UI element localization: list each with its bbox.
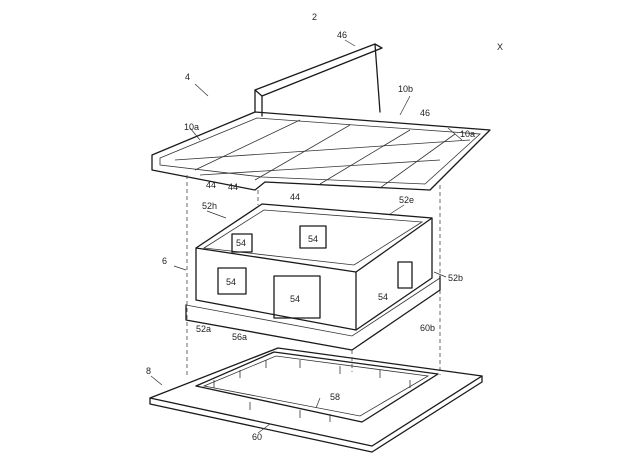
label-window-54-c: 54 — [226, 277, 236, 287]
label-window-54-a: 54 — [236, 238, 246, 248]
label-panel-10a-left: 10a — [184, 122, 199, 132]
label-door-54: 54 — [290, 294, 300, 304]
label-wall-52b: 52b — [448, 273, 463, 283]
label-north-mark: X — [497, 42, 503, 52]
label-joint-44-c: 44 — [290, 192, 300, 202]
window-rear-left — [231, 233, 253, 253]
label-panel-10b: 10b — [398, 84, 413, 94]
label-floor-58: 58 — [330, 392, 340, 402]
label-ridge: 46 — [337, 30, 347, 40]
label-base-56a: 56a — [232, 332, 247, 342]
window-front-left — [217, 267, 247, 295]
label-panel-10a-right: 10a — [460, 129, 475, 139]
reference-labels: 2 X 4 46 10b 46 10a 10a 44 44 44 52h 52e… — [146, 12, 503, 442]
label-wall-52e: 52e — [399, 195, 414, 205]
label-wall-ref: 6 — [162, 256, 167, 266]
ridge-beam — [254, 43, 383, 117]
label-floor-ref: 8 — [146, 366, 151, 376]
label-ridge-b: 46 — [420, 108, 430, 118]
label-floor-60: 60 — [252, 432, 262, 442]
label-roof-ref: 4 — [185, 72, 190, 82]
label-wall-52h: 52h — [202, 201, 217, 211]
floor-assembly — [149, 347, 483, 453]
window-rear-right — [299, 225, 327, 249]
label-joint-44-a: 44 — [206, 180, 216, 190]
label-window-54-b: 54 — [308, 234, 318, 244]
leader-lines — [150, 39, 463, 434]
door-front — [273, 275, 321, 319]
label-joint-44-b: 44 — [228, 182, 238, 192]
wall-assembly — [185, 203, 441, 351]
label-wall-52a: 52a — [196, 324, 211, 334]
label-top-ref: 2 — [312, 12, 317, 22]
label-base-60b: 60b — [420, 323, 435, 333]
window-side — [397, 261, 413, 289]
label-wall-54-side: 54 — [378, 292, 388, 302]
